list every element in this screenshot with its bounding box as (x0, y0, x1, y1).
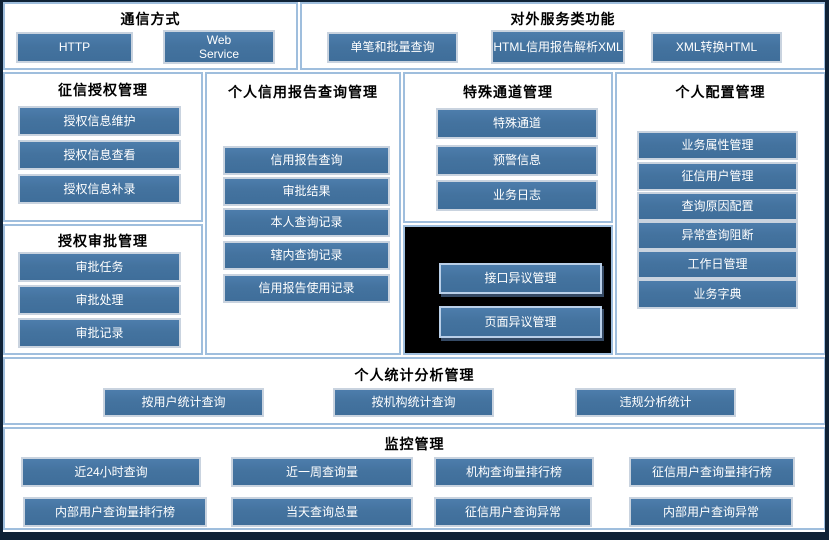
button-web-service-label: Web Service (198, 32, 239, 61)
button-approval-task[interactable]: 审批任务 (18, 252, 181, 282)
button-approval-result[interactable]: 审批结果 (223, 177, 390, 206)
section-title-external-services: 对外服务类功能 (510, 11, 616, 27)
button-jurisdiction-query-record[interactable]: 辖内查询记录 (223, 241, 390, 270)
section-title-monitor-mgmt: 监控管理 (384, 436, 445, 452)
section-communication-mode: 通信方式 HTTP Web Service (3, 2, 298, 70)
button-approval-record[interactable]: 审批记录 (18, 318, 181, 348)
section-external-services: 对外服务类功能 单笔和批量查询 HTML信用报告解析XML XML转换HTML (300, 2, 825, 70)
button-business-dictionary[interactable]: 业务字典 (637, 279, 798, 309)
button-credit-user-query-abnormal[interactable]: 征信用户查询异常 (434, 497, 592, 527)
section-dispute-mgmt-panel: 接口异议管理 页面异议管理 (403, 225, 613, 355)
button-last-week-query-volume[interactable]: 近一周查询量 (231, 457, 413, 487)
button-warning-info[interactable]: 预警信息 (436, 145, 598, 176)
section-credit-authorization-mgmt: 征信授权管理 授权信息维护 授权信息查看 授权信息补录 (3, 72, 203, 222)
section-special-channel-mgmt: 特殊通道管理 特殊通道 预警信息 业务日志 (403, 72, 613, 223)
button-interface-dispute-mgmt[interactable]: 接口异议管理 (439, 263, 602, 294)
button-http[interactable]: HTTP (16, 32, 133, 63)
button-auth-info-view[interactable]: 授权信息查看 (18, 140, 181, 170)
button-credit-report-usage-record[interactable]: 信用报告使用记录 (223, 274, 390, 303)
button-web-service[interactable]: Web Service (163, 30, 275, 64)
button-business-log[interactable]: 业务日志 (436, 180, 598, 211)
section-title-credit-authorization-mgmt: 征信授权管理 (58, 82, 148, 98)
button-credit-user-mgmt[interactable]: 征信用户管理 (637, 162, 798, 191)
button-workday-mgmt[interactable]: 工作日管理 (637, 250, 798, 279)
section-title-authorization-approval-mgmt: 授权审批管理 (58, 233, 148, 249)
section-title-communication-mode: 通信方式 (120, 11, 181, 27)
section-title-special-channel-mgmt: 特殊通道管理 (463, 84, 553, 100)
button-violation-analysis-stats[interactable]: 违规分析统计 (575, 388, 736, 417)
section-personal-stats-analysis-mgmt: 个人统计分析管理 按用户统计查询 按机构统计查询 违规分析统计 (3, 357, 825, 425)
button-xml-to-html[interactable]: XML转换HTML (651, 32, 782, 63)
section-monitor-mgmt: 监控管理 近24小时查询 近一周查询量 机构查询量排行榜 征信用户查询量排行榜 … (3, 427, 825, 530)
button-query-reason-config[interactable]: 查询原因配置 (637, 192, 798, 221)
section-title-personal-stats-analysis-mgmt: 个人统计分析管理 (354, 367, 475, 383)
section-title-personal-config-mgmt: 个人配置管理 (675, 84, 766, 100)
section-authorization-approval-mgmt: 授权审批管理 审批任务 审批处理 审批记录 (3, 224, 203, 355)
button-self-query-record[interactable]: 本人查询记录 (223, 208, 390, 237)
button-org-stats-query[interactable]: 按机构统计查询 (333, 388, 494, 417)
button-last-24h-query[interactable]: 近24小时查询 (21, 457, 201, 487)
button-auth-info-supplement[interactable]: 授权信息补录 (18, 174, 181, 204)
button-single-and-batch-query[interactable]: 单笔和批量查询 (327, 32, 458, 63)
button-internal-user-query-volume-ranking[interactable]: 内部用户查询量排行榜 (23, 497, 207, 527)
button-org-query-volume-ranking[interactable]: 机构查询量排行榜 (434, 457, 594, 487)
button-internal-user-query-abnormal[interactable]: 内部用户查询异常 (629, 497, 793, 527)
section-title-personal-credit-report-query-mgmt: 个人信用报告查询管理 (228, 84, 378, 100)
button-credit-user-query-volume-ranking[interactable]: 征信用户查询量排行榜 (629, 457, 795, 487)
button-user-stats-query[interactable]: 按用户统计查询 (103, 388, 264, 417)
section-personal-config-mgmt: 个人配置管理 业务属性管理 征信用户管理 查询原因配置 异常查询阻断 工作日管理… (615, 72, 825, 355)
button-auth-info-maintenance[interactable]: 授权信息维护 (18, 106, 181, 136)
button-today-query-total[interactable]: 当天查询总量 (231, 497, 413, 527)
button-abnormal-query-block[interactable]: 异常查询阻断 (637, 221, 798, 250)
section-personal-credit-report-query-mgmt: 个人信用报告查询管理 信用报告查询 审批结果 本人查询记录 辖内查询记录 信用报… (205, 72, 401, 355)
button-html-credit-report-parse-xml[interactable]: HTML信用报告解析XML (491, 30, 625, 64)
button-approval-process[interactable]: 审批处理 (18, 285, 181, 315)
button-credit-report-query[interactable]: 信用报告查询 (223, 146, 390, 175)
button-business-attribute-mgmt[interactable]: 业务属性管理 (637, 131, 798, 160)
button-page-dispute-mgmt[interactable]: 页面异议管理 (439, 306, 602, 338)
button-special-channel[interactable]: 特殊通道 (436, 108, 598, 139)
